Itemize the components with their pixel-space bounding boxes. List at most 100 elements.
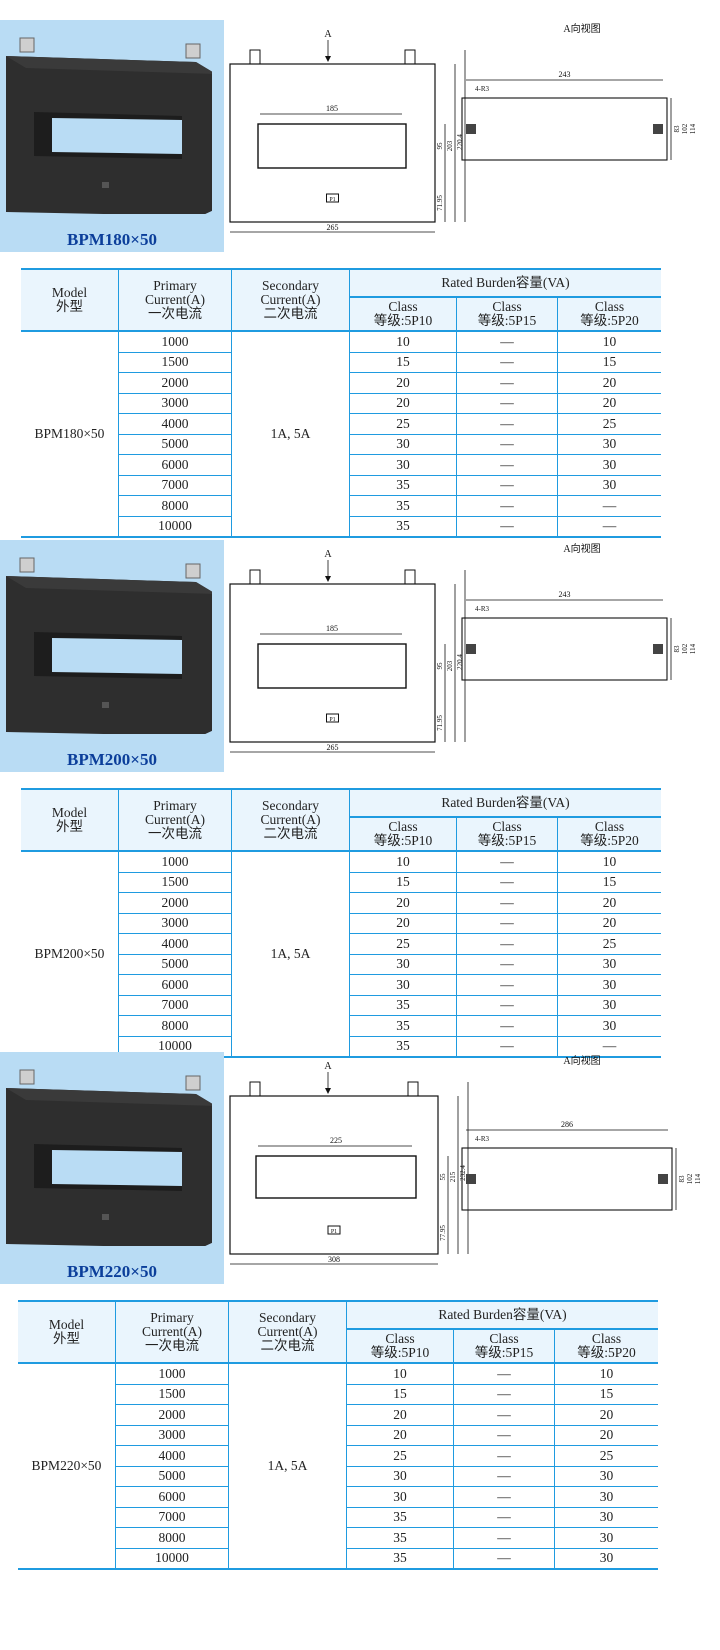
secondary-current-cell: 1A, 5A — [231, 330, 350, 538]
burden-5p15-cell: — — [456, 974, 558, 996]
header-primary-current-text: Current(A) — [145, 812, 205, 827]
burden-5p10-cell-text: 15 — [393, 1386, 407, 1402]
burden-5p20-cell: 30 — [557, 1015, 661, 1037]
dimension-label: 102 — [681, 123, 689, 134]
dimension-label: 102 — [681, 643, 689, 654]
burden-5p20-cell-text: 20 — [599, 1406, 614, 1422]
burden-5p15-cell: — — [456, 495, 558, 517]
dimension-label: 95 — [436, 662, 444, 670]
header-secondary-current-text: Current(A) — [257, 1324, 318, 1339]
burden-5p15-cell: — — [453, 1445, 555, 1467]
burden-5p10-cell: 10 — [349, 850, 457, 873]
burden-5p20-cell-text: 30 — [599, 1529, 614, 1545]
header-class-5p20-text: Class — [594, 819, 625, 834]
burden-5p20-cell: — — [557, 1035, 661, 1058]
burden-5p10-cell: 35 — [346, 1547, 454, 1570]
burden-5p15-cell: — — [456, 850, 558, 873]
burden-5p20-cell: 10 — [554, 1362, 658, 1385]
burden-5p15-cell-text: — — [497, 1447, 511, 1463]
primary-current-cell-text: 4000 — [158, 1447, 186, 1463]
header-model-text: 外型 — [56, 299, 83, 314]
header-primary-current-text: Primary — [150, 1310, 194, 1325]
burden-5p15-cell-text: — — [500, 415, 514, 431]
burden-5p10-cell: 35 — [346, 1527, 454, 1549]
hole-label: 4-R3 — [475, 605, 490, 613]
burden-5p15-cell: — — [456, 1015, 558, 1037]
primary-current-cell: 6000 — [115, 1486, 229, 1508]
dimension-label: 83 — [673, 125, 681, 133]
dimension-label: 77.95 — [439, 1225, 447, 1241]
burden-5p15-cell: — — [456, 392, 558, 414]
primary-current-cell: 1000 — [118, 850, 232, 873]
primary-current-cell: 2000 — [118, 892, 232, 914]
dimension-label: 114 — [689, 123, 697, 134]
primary-current-cell: 7000 — [118, 474, 232, 496]
dimension-label: 232.4 — [459, 1165, 467, 1181]
dimension-label: 102 — [686, 1173, 694, 1184]
burden-5p20-cell: 20 — [557, 372, 661, 394]
burden-5p15-cell-text: — — [500, 1017, 514, 1033]
burden-5p15-cell: — — [453, 1424, 555, 1446]
burden-5p10-cell: 35 — [349, 1015, 457, 1037]
burden-5p10-cell: 30 — [346, 1486, 454, 1508]
primary-current-cell-text: 1000 — [158, 1365, 186, 1381]
header-primary-current-text: 一次电流 — [148, 306, 202, 321]
burden-5p15-cell-text: — — [500, 456, 514, 472]
burden-5p10-cell: 20 — [349, 392, 457, 414]
dimension-label: 243 — [559, 590, 571, 599]
model-cell-text: BPM180×50 — [34, 426, 105, 441]
dimension-label: 83 — [678, 1175, 686, 1183]
burden-5p15-cell: — — [453, 1362, 555, 1385]
dimension-label: 185 — [326, 624, 338, 633]
burden-5p20-cell: 25 — [557, 413, 661, 435]
burden-5p15-cell-text: — — [500, 395, 514, 411]
header-class-5p20-text: Class — [591, 1331, 622, 1346]
primary-current-cell-text: 5000 — [158, 1468, 186, 1484]
burden-5p10-cell: 35 — [349, 495, 457, 517]
burden-5p10-cell-text: 20 — [393, 1406, 407, 1422]
product-photo: BPM220×50 — [0, 1052, 224, 1284]
burden-5p10-cell-text: 30 — [396, 456, 410, 472]
header-secondary-current-text: Secondary — [262, 798, 319, 813]
primary-current-cell: 5000 — [115, 1465, 229, 1487]
burden-5p20-cell-text: 30 — [602, 997, 617, 1013]
burden-5p15-cell-text: — — [500, 374, 514, 390]
primary-current-cell-text: 2000 — [161, 894, 189, 910]
burden-5p20-cell: 30 — [557, 433, 661, 455]
burden-5p15-cell-text: — — [497, 1427, 511, 1443]
burden-5p20-cell: 20 — [557, 392, 661, 414]
header-class-5p20-text: Class — [594, 299, 625, 314]
burden-5p15-cell: — — [453, 1547, 555, 1570]
primary-current-cell-text: 5000 — [161, 436, 189, 452]
burden-5p10-cell-text: 15 — [396, 874, 410, 890]
burden-5p10-cell-text: 35 — [393, 1529, 407, 1545]
primary-current-cell-text: 6000 — [161, 456, 189, 472]
dimension-label: 243 — [559, 70, 571, 79]
current-transformer-image — [6, 1069, 212, 1246]
burden-5p10-cell: 20 — [349, 892, 457, 914]
header-primary-current-text: Primary — [153, 798, 197, 813]
primary-current-cell: 7000 — [118, 994, 232, 1016]
burden-5p20-cell: 30 — [557, 974, 661, 996]
primary-current-cell: 3000 — [115, 1424, 229, 1446]
burden-5p15-cell: — — [456, 474, 558, 496]
burden-5p10-cell-text: 35 — [396, 497, 410, 513]
burden-5p20-cell-text: 30 — [602, 477, 617, 493]
view-arrow-label: A — [324, 549, 332, 560]
primary-current-cell-text: 7000 — [158, 1509, 186, 1525]
primary-current-cell: 4000 — [118, 933, 232, 955]
burden-5p20-cell-text: 30 — [599, 1488, 614, 1504]
primary-current-cell-text: 10000 — [158, 518, 192, 534]
header-primary-current-text: 一次电流 — [148, 826, 202, 841]
burden-5p15-cell-text: — — [500, 354, 514, 370]
burden-5p20-cell-text: 15 — [602, 874, 617, 890]
primary-current-cell: 6000 — [118, 974, 232, 996]
primary-current-cell: 8000 — [118, 1015, 232, 1037]
